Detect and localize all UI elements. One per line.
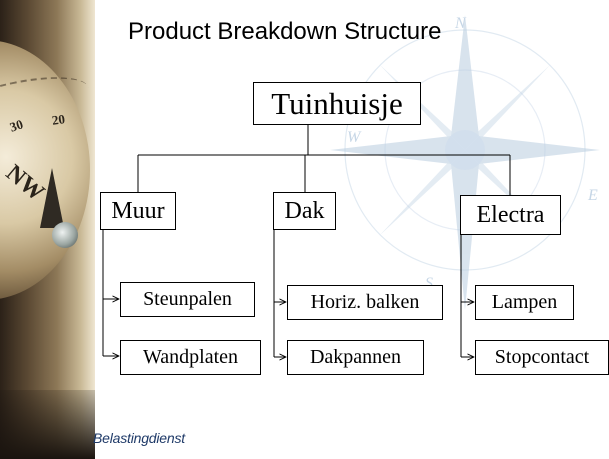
- slide-title: Product Breakdown Structure: [128, 18, 442, 45]
- leaf-node-stopcontact: Stopcontact: [475, 340, 609, 375]
- rose-letter-s: S: [425, 275, 433, 292]
- root-node: Tuinhuisje: [253, 82, 421, 125]
- leaf-node-dakpannen: Dakpannen: [287, 340, 424, 375]
- leaf-node-lampen: Lampen: [475, 285, 574, 320]
- photo-shadow: [0, 390, 95, 459]
- brand-logo-text: Belastingdienst: [93, 430, 185, 446]
- branch-node-dak: Dak: [273, 192, 336, 230]
- rose-letter-e: E: [587, 187, 598, 204]
- rose-letter-n: N: [454, 15, 467, 32]
- rose-letter-w: W: [347, 129, 362, 146]
- branch-node-electra: Electra: [460, 195, 561, 235]
- leaf-node-steunpalen: Steunpalen: [120, 282, 255, 317]
- compass-pivot: [52, 222, 78, 248]
- leaf-node-wandplaten: Wandplaten: [120, 340, 261, 375]
- leaf-node-horiz-balken: Horiz. balken: [287, 285, 443, 320]
- compass-photo: 30 20 NW: [0, 0, 95, 459]
- compass-needle: [40, 168, 64, 228]
- branch-node-muur: Muur: [100, 192, 176, 230]
